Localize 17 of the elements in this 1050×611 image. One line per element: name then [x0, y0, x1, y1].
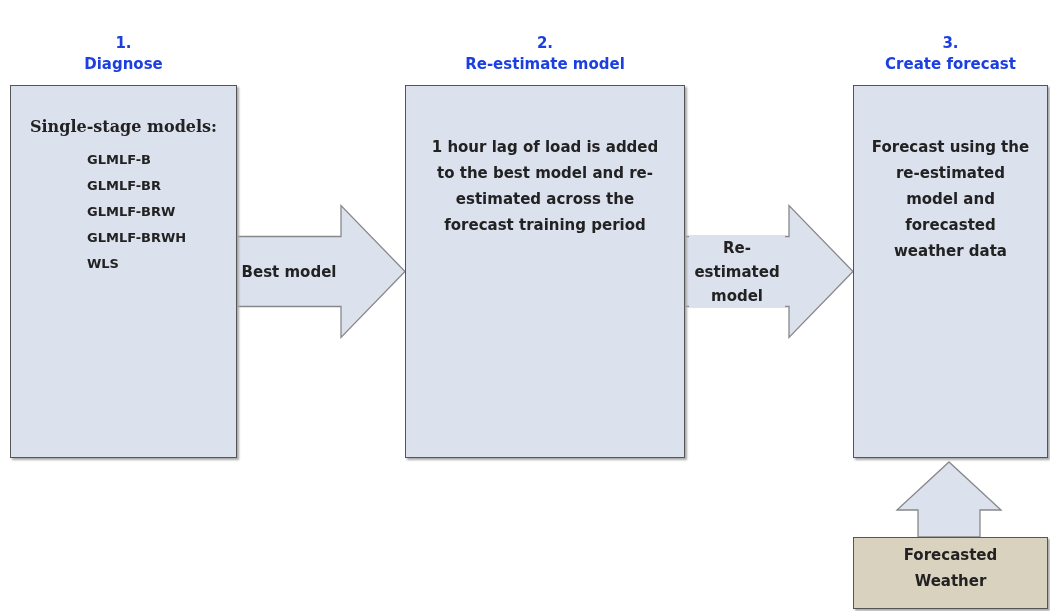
model-name: WLS: [86, 255, 120, 273]
edge-label: Re-estimated model: [689, 235, 785, 308]
block-arrow: [895, 461, 1003, 538]
step-heading: Create forecast: [885, 55, 1016, 73]
list-title: Single-stage models:: [29, 116, 218, 138]
step-heading: 1.: [115, 34, 132, 52]
model-name: GLMLF-B: [86, 151, 152, 169]
step-heading: Diagnose: [84, 55, 163, 73]
box-text: Forecast using the re-estimated model and forecasted weather data: [870, 137, 1031, 262]
step-heading: 2.: [536, 34, 554, 52]
box-text: 1 hour lag of load is added to the best model and re-estimated across the forecast training period: [430, 137, 660, 236]
model-name: GLMLF-BR: [86, 177, 162, 195]
step-heading: Re-estimate model: [465, 55, 625, 73]
step-heading: 3.: [942, 34, 959, 52]
model-name: GLMLF-BRWH: [86, 229, 188, 247]
model-name: GLMLF-BRW: [86, 203, 177, 221]
box-text: Forecasted Weather: [902, 545, 999, 592]
